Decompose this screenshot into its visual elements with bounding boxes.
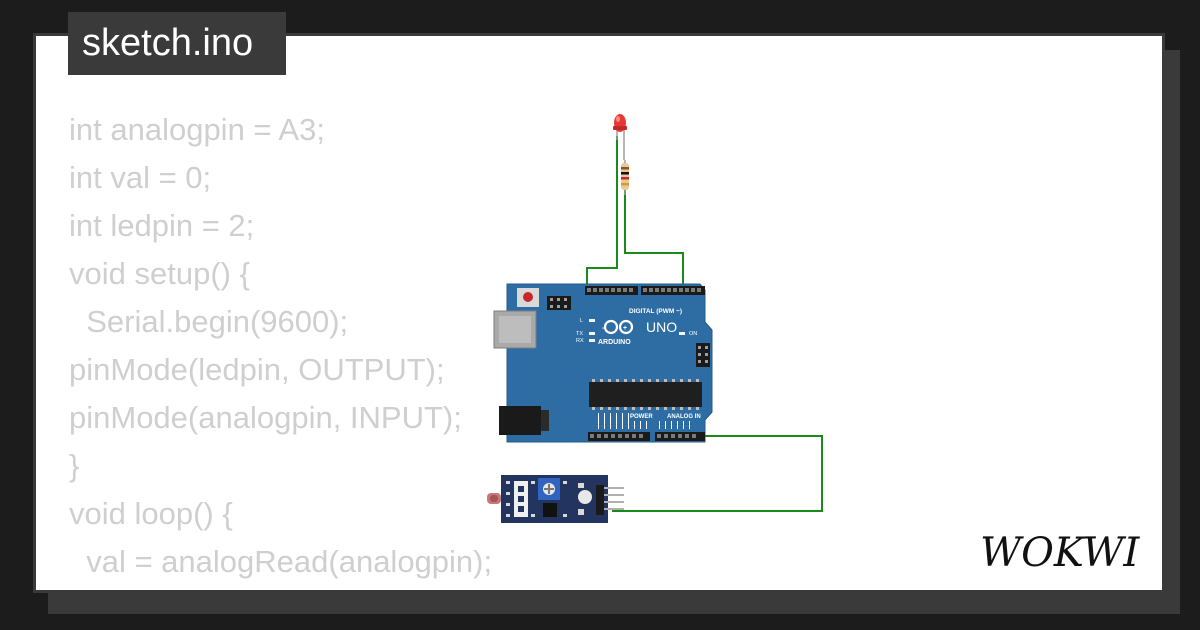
bottom-header-pins [590, 434, 696, 438]
code-line: } [69, 448, 80, 483]
code-line: void loop() { [69, 496, 233, 531]
wire-resistor-to-pin2 [624, 190, 684, 292]
code-line: pinMode(analogpin, INPUT); [69, 400, 462, 435]
code-preview: int analogpin = A3; int val = 0; int ledpi… [69, 106, 492, 586]
svg-text:+: + [623, 325, 627, 332]
code-line: int analogpin = A3; [69, 112, 325, 147]
led-label-tx: TX [576, 331, 583, 337]
wokwi-logo-text: WOKWI [980, 530, 1140, 576]
code-line: int ledpin = 2; [69, 208, 255, 243]
digital-header-pins [587, 288, 701, 292]
arduino-uno-board: DIGITAL (PWM ~) L TX RX ON - + UNO ARDUI… [493, 283, 713, 443]
pin-label-ticks [598, 413, 690, 429]
microcontroller-chip [589, 379, 702, 410]
arduino-logo-icon [603, 319, 634, 335]
ldr-sensor-module-icon [487, 475, 624, 523]
wire-a3-to-sensor [612, 435, 823, 512]
svg-text:-: - [602, 325, 605, 332]
wires [586, 136, 823, 512]
code-line: int val = 0; [69, 160, 212, 195]
power-header-label: POWER [630, 414, 653, 420]
led-label-rx: RX [576, 338, 584, 344]
led-label-l: L [580, 318, 583, 324]
wokwi-logo: WOKWI [980, 530, 1140, 576]
on-label: ON [689, 331, 697, 337]
board-brand-label: ARDUINO [598, 339, 631, 346]
wire-led-to-gnd [586, 136, 618, 292]
file-name-label: sketch.ino [82, 22, 254, 64]
file-name-tab: sketch.ino [68, 12, 286, 75]
analog-header-label: ANALOG IN [667, 414, 701, 420]
resistor-icon [621, 160, 629, 195]
red-led-icon [613, 114, 627, 160]
code-line: val = analogRead(analogpin); [69, 544, 493, 579]
digital-header-label: DIGITAL (PWM ~) [629, 308, 682, 315]
code-line: Serial.begin(9600); [69, 304, 349, 339]
board-model-label: UNO [646, 319, 677, 335]
code-line: pinMode(ledpin, OUTPUT); [69, 352, 445, 387]
code-line: void setup() { [69, 256, 250, 291]
status-leds: L TX RX ON [576, 318, 697, 344]
